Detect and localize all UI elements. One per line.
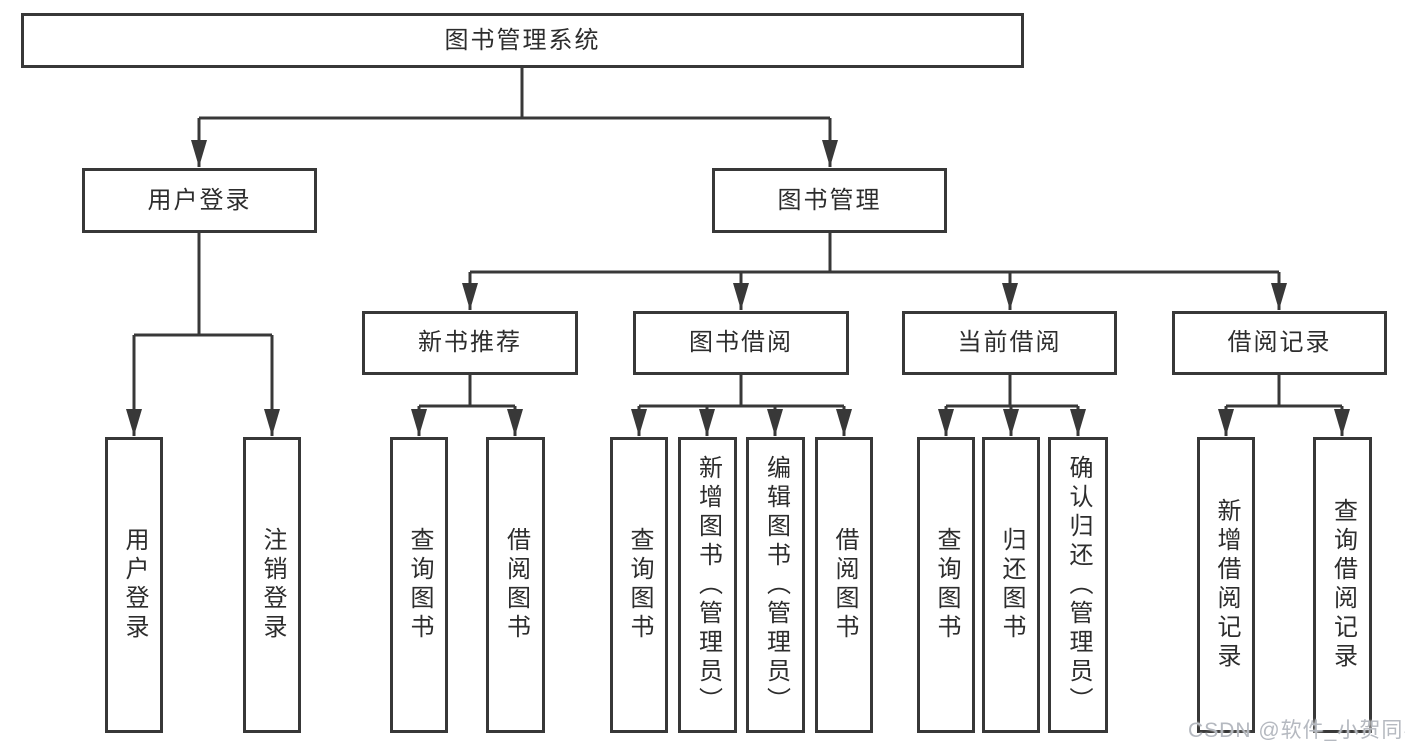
node-book-management: 图书管理 [712,168,947,233]
leaf-query-books-recommend: 查询图书 [390,437,448,733]
leaf-query-books-borrowing: 查询图书 [610,437,668,733]
node-borrowing-records: 借阅记录 [1172,311,1387,375]
leaf-edit-books-admin: 编辑图书（管理员） [746,437,805,733]
watermark: CSDN @软件_小贺同学 [1188,719,1405,742]
leaf-return-books: 归还图书 [982,437,1040,733]
leaf-query-borrow-record: 查询借阅记录 [1313,437,1372,733]
leaf-query-books-current: 查询图书 [917,437,975,733]
node-user-login: 用户登录 [82,168,317,233]
leaf-add-books-admin: 新增图书（管理员） [678,437,737,733]
leaf-add-borrow-record: 新增借阅记录 [1197,437,1255,733]
node-current-borrowing: 当前借阅 [902,311,1117,375]
node-book-borrowing: 图书借阅 [633,311,849,375]
node-library-management-system: 图书管理系统 [21,13,1024,68]
leaf-confirm-return-admin: 确认归还（管理员） [1048,437,1108,733]
leaf-logout: 注销登录 [243,437,301,733]
leaf-user-login: 用户登录 [105,437,163,733]
leaf-borrow-books-borrowing: 借阅图书 [815,437,873,733]
leaf-borrow-books-recommend: 借阅图书 [486,437,545,733]
node-new-book-recommendation: 新书推荐 [362,311,578,375]
